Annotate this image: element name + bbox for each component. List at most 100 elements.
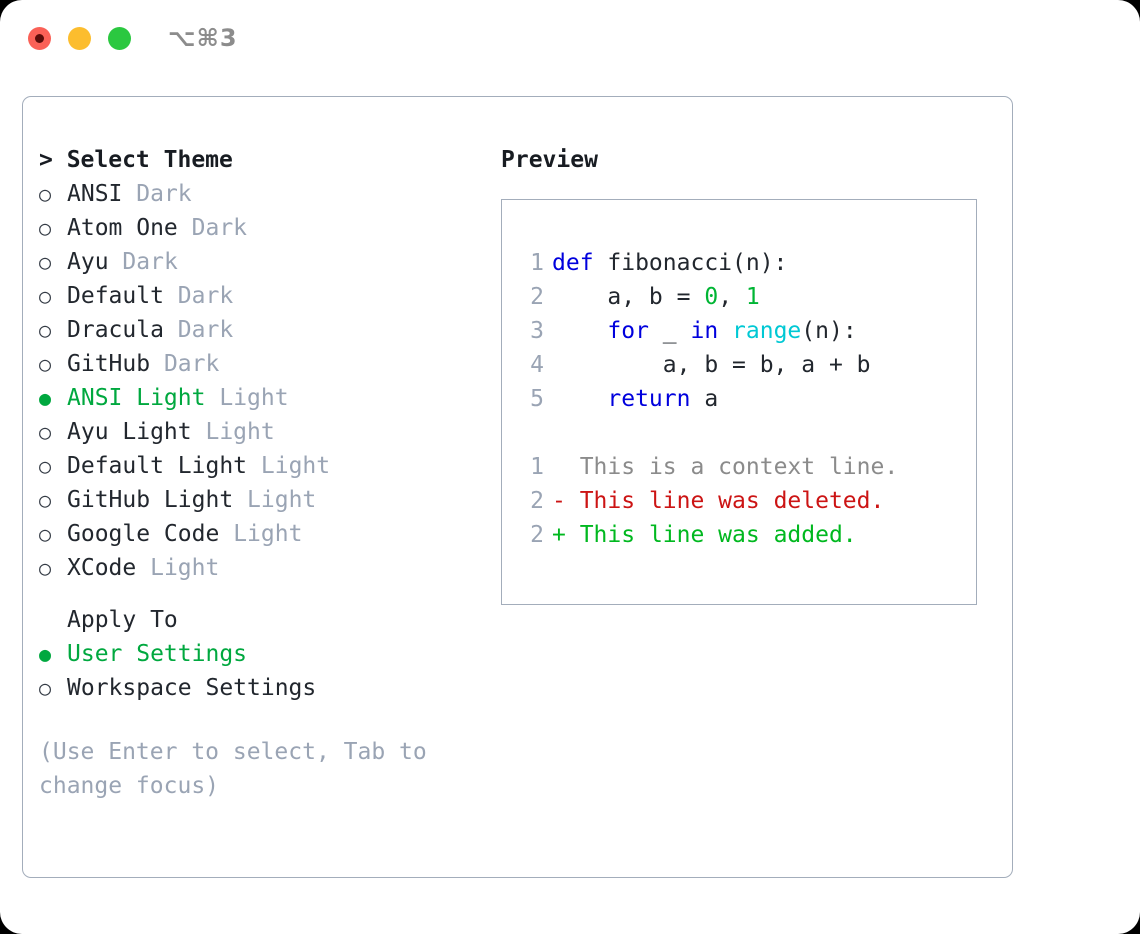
diff-marker [552,454,566,480]
theme-mode-badge: Dark [136,181,192,207]
spacer [136,555,150,581]
radio-unselected-icon: ○ [39,420,52,444]
code-token [552,318,607,344]
diff-line: 2- This line was deleted. [502,484,976,518]
theme-option-default[interactable]: ○ Default Dark [39,279,469,313]
line-number: 5 [530,386,544,412]
spacer [192,419,206,445]
diff-marker: + [552,522,566,548]
code-token: 0 [704,284,719,310]
keyboard-hint-text: (Use Enter to select, Tab to change focu… [39,739,427,799]
line-number: 2 [530,284,544,310]
radio-unselected-icon: ○ [39,488,52,512]
theme-name-label: Default Light [67,453,248,479]
line-number: 2 [530,488,544,514]
code-token: fibonacci(n): [593,250,788,276]
radio-unselected-icon: ○ [39,182,52,206]
spacer [164,317,178,343]
radio-unselected-icon: ○ [39,454,52,478]
code-token: for [607,318,649,344]
theme-name-label: Ayu [67,249,109,275]
line-number: 2 [530,522,544,548]
spacer [150,351,164,377]
theme-name-label: GitHub [67,351,151,377]
maximize-button[interactable] [108,27,131,50]
radio-unselected-icon: ○ [39,216,52,240]
apply-to-option-label: Workspace Settings [67,675,317,701]
theme-name-label: Default [67,283,164,309]
theme-option-xcode[interactable]: ○ XCode Light [39,551,469,585]
minimize-button[interactable] [68,27,91,50]
theme-mode-badge: Dark [163,351,220,377]
code-token: a, b = [552,284,705,310]
apply-to-option-label: User Settings [67,641,248,667]
line-number: 3 [530,318,544,344]
theme-option-ansi[interactable]: ○ ANSI Dark [39,177,469,211]
theme-name-label: Ayu Light [67,419,192,445]
diff-text: This is a context line. [565,454,899,480]
theme-option-github-light[interactable]: ○GitHub Light Light [39,483,469,517]
code-token: in [690,318,719,344]
code-line: 5 return a [502,382,976,416]
apply-to-section: Apply To ●User Settings○Workspace Settin… [39,603,469,705]
spacer [247,453,261,479]
spacer [205,385,219,411]
code-token: return [607,386,691,412]
radio-unselected-icon: ○ [39,250,52,274]
spacer [122,181,136,207]
radio-unselected-icon: ○ [39,318,52,342]
code-token: range [732,318,802,344]
theme-option-google-code[interactable]: ○ Google Code Light [39,517,469,551]
code-line: 2 a, b = 0, 1 [502,280,976,314]
title-bar: ⌥⌘3 [0,0,1140,78]
theme-list[interactable]: ○ ANSI Dark ○ Atom One Dark ○ Ayu Dark ○ Defaul… [39,177,469,585]
theme-mode-badge: Light [150,555,220,581]
theme-option-dracula[interactable]: ○Dracula Dark [39,313,469,347]
theme-name-label: XCode [67,555,137,581]
close-button[interactable] [28,27,51,50]
apply-to-option-user-settings[interactable]: ●User Settings [39,637,469,671]
theme-option-github[interactable]: ○GitHub Dark [39,347,469,381]
theme-name-label: Atom One [67,215,178,241]
select-theme-heading: > Select Theme [39,147,233,173]
theme-mode-badge: Dark [177,317,234,343]
apply-to-option-workspace-settings[interactable]: ○Workspace Settings [39,671,469,705]
theme-name-label: ANSI [67,181,123,207]
diff-text: This line was added. [565,522,857,548]
line-number: 1 [530,250,544,276]
radio-unselected-icon: ○ [39,556,52,580]
theme-name-label: Google Code [67,521,220,547]
code-line: 3 for _ in range(n): [502,314,976,348]
code-token: a, b = b, a + b [552,352,871,378]
theme-mode-badge: Dark [177,283,234,309]
line-number: 1 [530,454,544,480]
diff-line: 2 + This line was added. [502,518,976,552]
spacer [233,487,247,513]
radio-unselected-icon: ○ [39,284,52,308]
radio-unselected-icon: ○ [39,522,52,546]
code-token [718,318,732,344]
apply-to-options[interactable]: ●User Settings○Workspace Settings [39,637,469,705]
theme-name-label: ANSI Light [67,385,206,411]
apply-to-label: Apply To [67,607,178,633]
diff-marker: - [552,488,566,514]
theme-mode-badge: Light [233,521,303,547]
theme-option-atom-one[interactable]: ○ Atom One Dark [39,211,469,245]
theme-mode-badge: Light [260,453,331,479]
theme-option-ayu[interactable]: ○Ayu Dark [39,245,469,279]
theme-mode-badge: Light [247,487,317,513]
code-token: a [690,386,719,412]
theme-mode-badge: Dark [191,215,248,241]
theme-option-ayu-light[interactable]: ○Ayu Light Light [39,415,469,449]
code-token: 1 [745,284,760,310]
line-number: 4 [530,352,544,378]
theme-option-ansi-light[interactable]: ●ANSI Light Light [39,381,469,415]
spacer [219,521,233,547]
code-spacer [502,416,976,450]
code-line: 4 a, b = b, a + b [502,348,976,382]
theme-mode-badge: Light [219,385,289,411]
theme-option-default-light[interactable]: ○ Default Light Light [39,449,469,483]
